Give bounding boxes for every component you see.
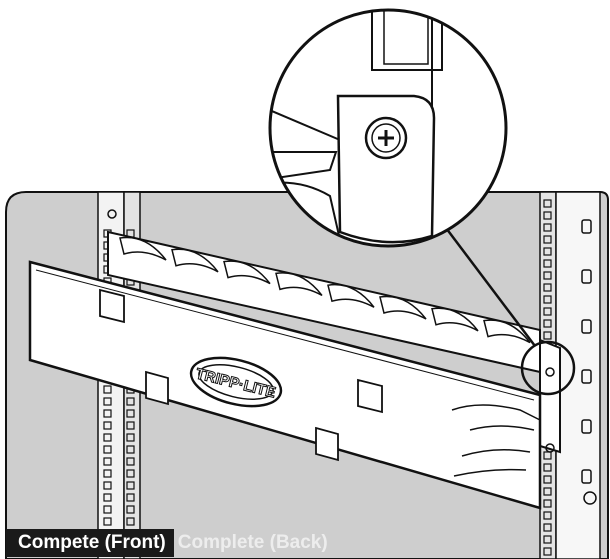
magnified-detail (268, 8, 508, 248)
rail-hole (126, 469, 135, 478)
tray-finger (171, 248, 219, 273)
front-cover: TRIPP·LITE (28, 260, 542, 510)
rail-hole (543, 307, 552, 316)
callout-line (439, 219, 536, 347)
tray-finger (223, 260, 271, 285)
rail-hole (103, 421, 112, 430)
rail-hole (543, 271, 552, 280)
rail-hole (103, 397, 112, 406)
rail-hole (543, 199, 552, 208)
rail-hole (543, 319, 552, 328)
rail-slot (581, 369, 592, 384)
rail-hole (103, 433, 112, 442)
tab-back[interactable]: Complete (Back) (174, 529, 336, 557)
rail-slot (581, 269, 592, 284)
tray-lower-teeth (451, 404, 541, 477)
tab-back-label: Complete (Back) (177, 532, 328, 553)
rail-hole (543, 247, 552, 256)
rail-hole (543, 283, 552, 292)
view-tabs: Compete (Front) Complete (Back) (6, 529, 336, 557)
rail-slot (581, 219, 592, 234)
rail-hole (126, 517, 135, 526)
rail-hole (126, 409, 135, 418)
rail-hole (543, 475, 552, 484)
rail-hole (126, 457, 135, 466)
tray-finger (483, 319, 531, 344)
rail-hole (543, 295, 552, 304)
rail-hole (103, 481, 112, 490)
rail-hole (103, 493, 112, 502)
rail-hole (103, 385, 112, 394)
rail-hole (103, 469, 112, 478)
rail-hole (126, 505, 135, 514)
rail-hole (126, 445, 135, 454)
detail-highlight-circle (520, 340, 576, 396)
rail-hole (103, 409, 112, 418)
rail-hole (543, 535, 552, 544)
rail-hole (126, 397, 135, 406)
tray-finger (379, 295, 427, 320)
rail-hole (543, 523, 552, 532)
rail-hole (103, 505, 112, 514)
rail-hole (543, 331, 552, 340)
rail-hole (543, 463, 552, 472)
rail-hole (126, 493, 135, 502)
rail-hole (126, 481, 135, 490)
rail-slot (581, 319, 592, 334)
rail-hole (543, 487, 552, 496)
tab-front[interactable]: Compete (Front) (6, 529, 174, 557)
tab-front-label: Compete (Front) (18, 532, 166, 553)
rail-hole (543, 511, 552, 520)
tray-finger (431, 307, 479, 332)
rail-hole (103, 517, 112, 526)
rail-hole (543, 499, 552, 508)
rail-slot (581, 419, 592, 434)
rail-hole (543, 259, 552, 268)
rail-hole (126, 421, 135, 430)
rail-slot (581, 469, 592, 484)
rail-hole (543, 211, 552, 220)
tray-finger (119, 236, 167, 261)
cable-manager-tray (107, 230, 561, 454)
rail-hole (103, 457, 112, 466)
rail-hole (543, 223, 552, 232)
rail-hole (126, 433, 135, 442)
rail-hole (543, 547, 552, 556)
tray-finger (327, 283, 375, 308)
rail-hole (103, 445, 112, 454)
rail-hole (543, 235, 552, 244)
tray-finger (275, 272, 323, 297)
